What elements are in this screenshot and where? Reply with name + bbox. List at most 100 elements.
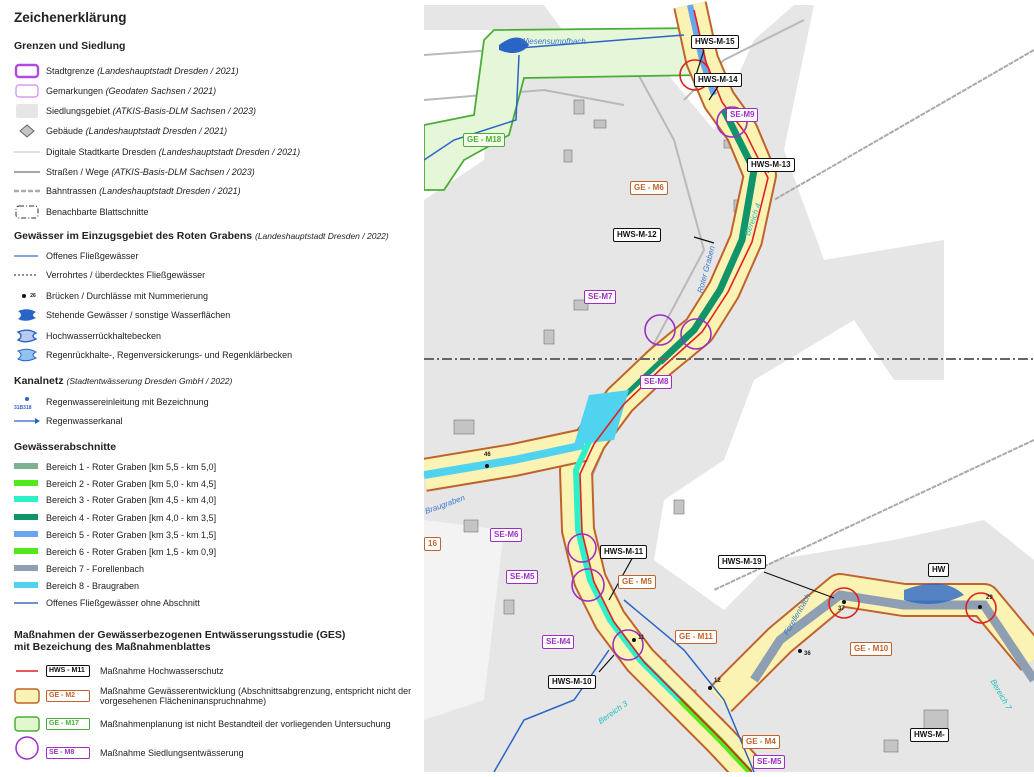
- map-label-ge-m4[interactable]: GE - M4: [742, 735, 780, 749]
- blue-line-icon: [14, 249, 40, 263]
- label-text: Bereich 3 - Roter Graben [km 4,5 - km 4,…: [46, 495, 217, 505]
- legend-item-label: Bereich 4 - Roter Graben [km 4,0 - km 3,…: [46, 513, 216, 523]
- wiesensumpfbach: [518, 34, 685, 49]
- legend-item-label: Digitale Stadtkarte Dresden (Landeshaupt…: [46, 147, 300, 157]
- map-label-hws-m-11[interactable]: HWS-M-11: [600, 545, 648, 559]
- heading-source: (Stadtentwässerung Dresden GmbH / 2022): [66, 376, 233, 386]
- legend-item: Regenrückhalte-, Regenversickerungs- und…: [14, 348, 292, 362]
- swatch-icon: [14, 477, 40, 491]
- map-label-hws-m-12[interactable]: HWS-M-12: [613, 228, 661, 242]
- swatch-icon: [14, 511, 40, 525]
- legend-item: Regenwasserkanal: [14, 414, 123, 428]
- number-label: 31B318: [14, 405, 32, 411]
- label-text: Maßnahme Gewässerentwicklung (Abschnitts…: [100, 686, 412, 696]
- map-label-se-m4[interactable]: SE-M4: [542, 635, 575, 649]
- bereich-2: [677, 697, 753, 775]
- se-circle: [612, 629, 644, 661]
- pond: [499, 37, 529, 54]
- se-circle: [644, 314, 676, 346]
- map-label-16[interactable]: 16: [424, 537, 441, 551]
- dashed-box-icon: [14, 205, 40, 219]
- legend-item-label: Bereich 2 - Roter Graben [km 5,0 - km 4,…: [46, 479, 216, 489]
- legend-item: Verrohrtes / überdecktes Fließgewässer: [14, 268, 205, 282]
- outlet-dot-icon: 31B318: [14, 395, 40, 411]
- swatch-icon: [14, 562, 40, 576]
- map-label-se-m5[interactable]: SE-M5: [753, 755, 786, 769]
- label-source: (Landeshauptstadt Dresden / 2021): [99, 186, 241, 196]
- map-label-hws-m-19[interactable]: HWS-M-19: [718, 555, 766, 569]
- map-label-se-m8[interactable]: SE-M8: [640, 375, 673, 389]
- label-text: Brücken / Durchlässe mit Nummerierung: [46, 291, 209, 301]
- bereich-8-braugraben: [423, 441, 585, 479]
- legend-item-label: Gemarkungen (Geodaten Sachsen / 2021): [46, 86, 216, 96]
- grey-line-icon: [14, 165, 40, 179]
- bridge-dot: [632, 638, 636, 642]
- map-label-se-m7[interactable]: SE-M7: [584, 290, 617, 304]
- legend-item-label: Hochwasserrückhaltebecken: [46, 331, 161, 341]
- legend-item-label: Siedlungsgebiet (ATKIS-Basis-DLM Sachsen…: [46, 106, 256, 116]
- measure-circles: [567, 59, 997, 661]
- basin: [574, 390, 629, 445]
- arrow-line-icon: [14, 414, 40, 428]
- city-boundary-box-icon: [14, 63, 40, 79]
- legend-item: Straßen / Wege (ATKIS-Basis-DLM Sachsen …: [14, 165, 255, 179]
- heading-source: (Landeshauptstadt Dresden / 2022): [255, 231, 389, 241]
- legend-item: 31B318 Regenwassereinleitung mit Bezeichn…: [14, 395, 209, 411]
- map-label-ge-m18[interactable]: GE - M18: [463, 133, 506, 147]
- map-label-se-m9[interactable]: SE-M9: [726, 108, 759, 122]
- map-label-hws-m-14[interactable]: HWS-M-14: [694, 73, 742, 87]
- map-label-hws-m-[interactable]: HWS-M-: [910, 728, 949, 742]
- map-label-hw[interactable]: HW: [928, 563, 950, 577]
- map-canvas[interactable]: [421, 0, 1034, 777]
- label-text: Bereich 6 - Roter Graben [km 1,5 - km 0,…: [46, 547, 217, 557]
- legend-item-label: Maßnahme Hochwasserschutz: [100, 666, 224, 676]
- map-label-ge-m10[interactable]: GE - M10: [850, 642, 893, 656]
- label-text: Verrohrtes / überdecktes Fließgewässer: [46, 270, 206, 280]
- legend-item: Offenes Fließgewässer ohne Abschnitt: [14, 596, 200, 610]
- se-circle: [680, 318, 712, 350]
- map-label-ge-m5[interactable]: GE - M5: [618, 575, 656, 589]
- label-text: Offenes Fließgewässer ohne Abschnitt: [46, 598, 200, 608]
- map-label-hws-m-15[interactable]: HWS-M-15: [691, 35, 739, 49]
- label-text: Straßen / Wege: [46, 167, 109, 177]
- label-text: Maßnahmenplanung ist nicht Bestandteil d…: [100, 719, 391, 729]
- map-label-hws-m-10[interactable]: HWS-M-10: [548, 675, 596, 689]
- heading-text: Maßnahmen der Gewässerbezogenen Entwässe…: [14, 629, 346, 641]
- label-text: Bahntrassen: [46, 186, 97, 196]
- legend-item-label: Regenwasserkanal: [46, 416, 123, 426]
- green-box-icon: [14, 716, 40, 732]
- label-text: Bereich 5 - Roter Graben [km 3,5 - km 1,…: [46, 530, 217, 540]
- legend-section-heading: Gewässerabschnitte: [14, 441, 116, 453]
- swatch-icon: [14, 493, 40, 507]
- swatch-icon: [14, 545, 40, 559]
- dotted-line-icon: [14, 268, 40, 282]
- building: [573, 299, 589, 311]
- se-circle: [571, 568, 605, 602]
- label-source: (ATKIS-Basis-DLM Sachsen / 2023): [112, 106, 256, 116]
- building: [573, 99, 585, 115]
- legend-item-label: Regenwassereinleitung mit Bezeichnung: [46, 397, 209, 407]
- heading-text: Kanalnetz: [14, 375, 64, 387]
- building: [543, 329, 555, 345]
- heading-text: Gewässerabschnitte: [14, 441, 117, 453]
- map-label-hws-m-13[interactable]: HWS-M-13: [747, 158, 795, 172]
- map-label-ge-m11[interactable]: GE - M11: [675, 630, 717, 644]
- map-label-ge-m6[interactable]: GE - M6: [630, 181, 668, 195]
- label-text: Bereich 7 - Forellenbach: [46, 564, 145, 574]
- heading-text-line2: mit Bezeichung des Maßnahmenblattes: [14, 641, 211, 653]
- bridge-dot: [798, 649, 802, 653]
- map-label-se-m5[interactable]: SE-M5: [506, 570, 539, 584]
- legend-item: Bereich 4 - Roter Graben [km 4,0 - km 3,…: [14, 511, 216, 525]
- label-text: Gemarkungen: [46, 86, 104, 96]
- legend-item: Benachbarte Blattschnitte: [14, 205, 149, 219]
- bridge-dot: [485, 464, 489, 468]
- label-text: Stadtgrenze: [46, 66, 95, 76]
- legend-title: Zeichenerklärung: [14, 10, 127, 25]
- map-label-se-m6[interactable]: SE-M6: [490, 528, 523, 542]
- pond-hatched-icon: [14, 308, 40, 322]
